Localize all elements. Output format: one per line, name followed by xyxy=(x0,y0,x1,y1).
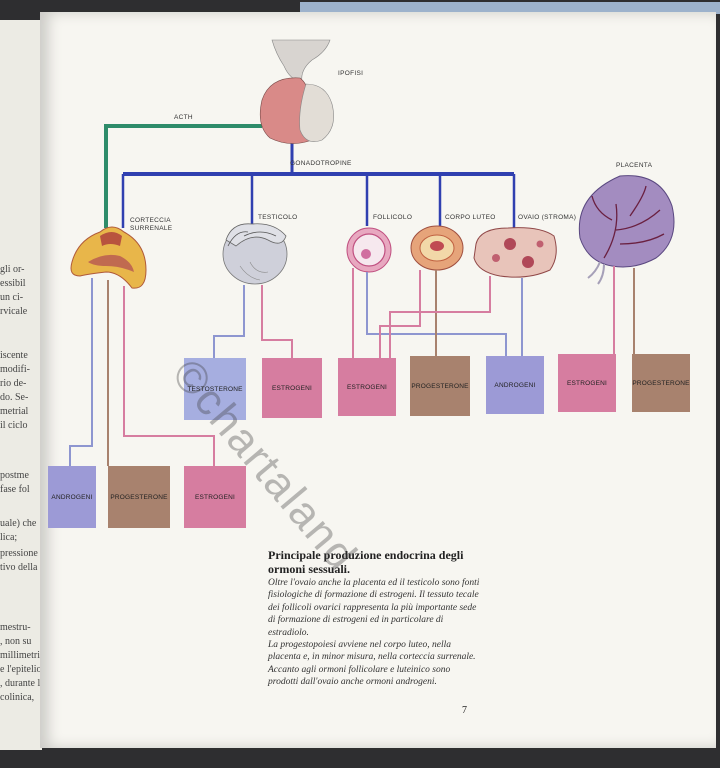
line-surrenale-estrogeni xyxy=(123,286,215,466)
box-estrogeni-surrenale: ESTROGENI xyxy=(184,466,246,528)
label-ovaio: OVAIO (STROMA) xyxy=(518,214,577,221)
left-page-fragment: , durante l xyxy=(0,678,41,689)
box-progesterone-placenta: PROGESTERONE xyxy=(632,354,690,412)
box-testosterone: TESTOSTERONE xyxy=(184,358,246,420)
line-testicolo-testosterone xyxy=(213,285,245,358)
ovaio-illustration xyxy=(473,227,557,278)
left-page-fragment: iscente xyxy=(0,350,28,361)
left-page-fragment: rvicale xyxy=(0,306,28,317)
caption-title: Principale produzione endocrina degli or… xyxy=(268,548,464,576)
label-ipofisi: IPOFISI xyxy=(338,70,364,77)
box-androgeni-ovaio: ANDROGENI xyxy=(486,356,544,414)
left-page-fragment: il ciclo xyxy=(0,420,28,431)
box-estrogeni-testicolo: ESTROGENI xyxy=(262,358,322,418)
follicolo-illustration xyxy=(346,227,392,273)
left-page-fragment: , non su xyxy=(0,636,32,647)
page-number: 7 xyxy=(462,705,467,716)
box-progesterone-surrenale: PROGESTERONE xyxy=(108,466,170,528)
label-corteccia: CORTECCIA xyxy=(130,217,171,224)
label-testicolo: TESTICOLO xyxy=(258,214,298,221)
box-estrogeni-follicolo: ESTROGENI xyxy=(338,358,396,416)
label-gonadotropine: GONADOTROPINE xyxy=(290,160,352,167)
left-page xyxy=(0,20,42,750)
left-page-fragment: gli or- xyxy=(0,264,25,275)
corpo-luteo-illustration xyxy=(410,225,464,271)
left-page-fragment: modifi- xyxy=(0,364,30,375)
left-page-fragment: mestru- xyxy=(0,622,31,633)
left-page-fragment: e l'epitelio xyxy=(0,664,42,675)
label-placenta: PLACENTA xyxy=(616,162,653,169)
box-androgeni-surrenale: ANDROGENI xyxy=(48,466,96,528)
left-page-fragment: uale) che xyxy=(0,518,37,529)
left-page-fragment: un ci- xyxy=(0,292,24,303)
line-surrenale-androgeni xyxy=(69,278,93,466)
caption-paragraph-1: Oltre l'ovaio anche la placenta ed il te… xyxy=(268,578,480,638)
left-page-fragment: postme xyxy=(0,470,29,481)
line-ovaio-estrogeni xyxy=(389,276,491,358)
label-surrenale: SURRENALE xyxy=(130,225,173,232)
caption-paragraph-2: La progestopoiesi avviene nel corpo lute… xyxy=(268,640,476,688)
next-page-edge xyxy=(300,2,720,14)
left-page-fragment: essibil xyxy=(0,278,26,289)
label-corpo-luteo: CORPO LUTEO xyxy=(445,214,496,221)
caption-body: Oltre l'ovaio anche la placenta ed il te… xyxy=(268,577,480,689)
left-page-fragment: tivo della xyxy=(0,562,38,573)
box-estrogeni-placenta: ESTROGENI xyxy=(558,354,616,412)
left-page-fragment: rio de- xyxy=(0,378,27,389)
line-corpo-luteo-estrogeni xyxy=(379,270,421,358)
testicolo-illustration xyxy=(222,223,288,285)
label-acth: ACTH xyxy=(174,114,193,121)
placenta-illustration xyxy=(578,175,675,285)
left-page-fragment: millimetri xyxy=(0,650,40,661)
acth-line xyxy=(104,124,262,228)
corteccia-surrenale-illustration xyxy=(70,226,147,289)
left-page-fragment: pressione xyxy=(0,548,38,559)
left-page-fragment: fase fol xyxy=(0,484,30,495)
ipofisi-illustration xyxy=(259,39,334,144)
left-page-fragment: do. Se- xyxy=(0,392,29,403)
left-page-fragment: metrial xyxy=(0,406,29,417)
left-page-fragment: colinica, xyxy=(0,692,35,703)
line-testicolo-estrogeni xyxy=(261,285,293,358)
label-follicolo: FOLLICOLO xyxy=(373,214,413,221)
box-progesterone-corpo-luteo: PROGESTERONE xyxy=(410,356,470,416)
left-page-fragment: lica; xyxy=(0,532,18,543)
